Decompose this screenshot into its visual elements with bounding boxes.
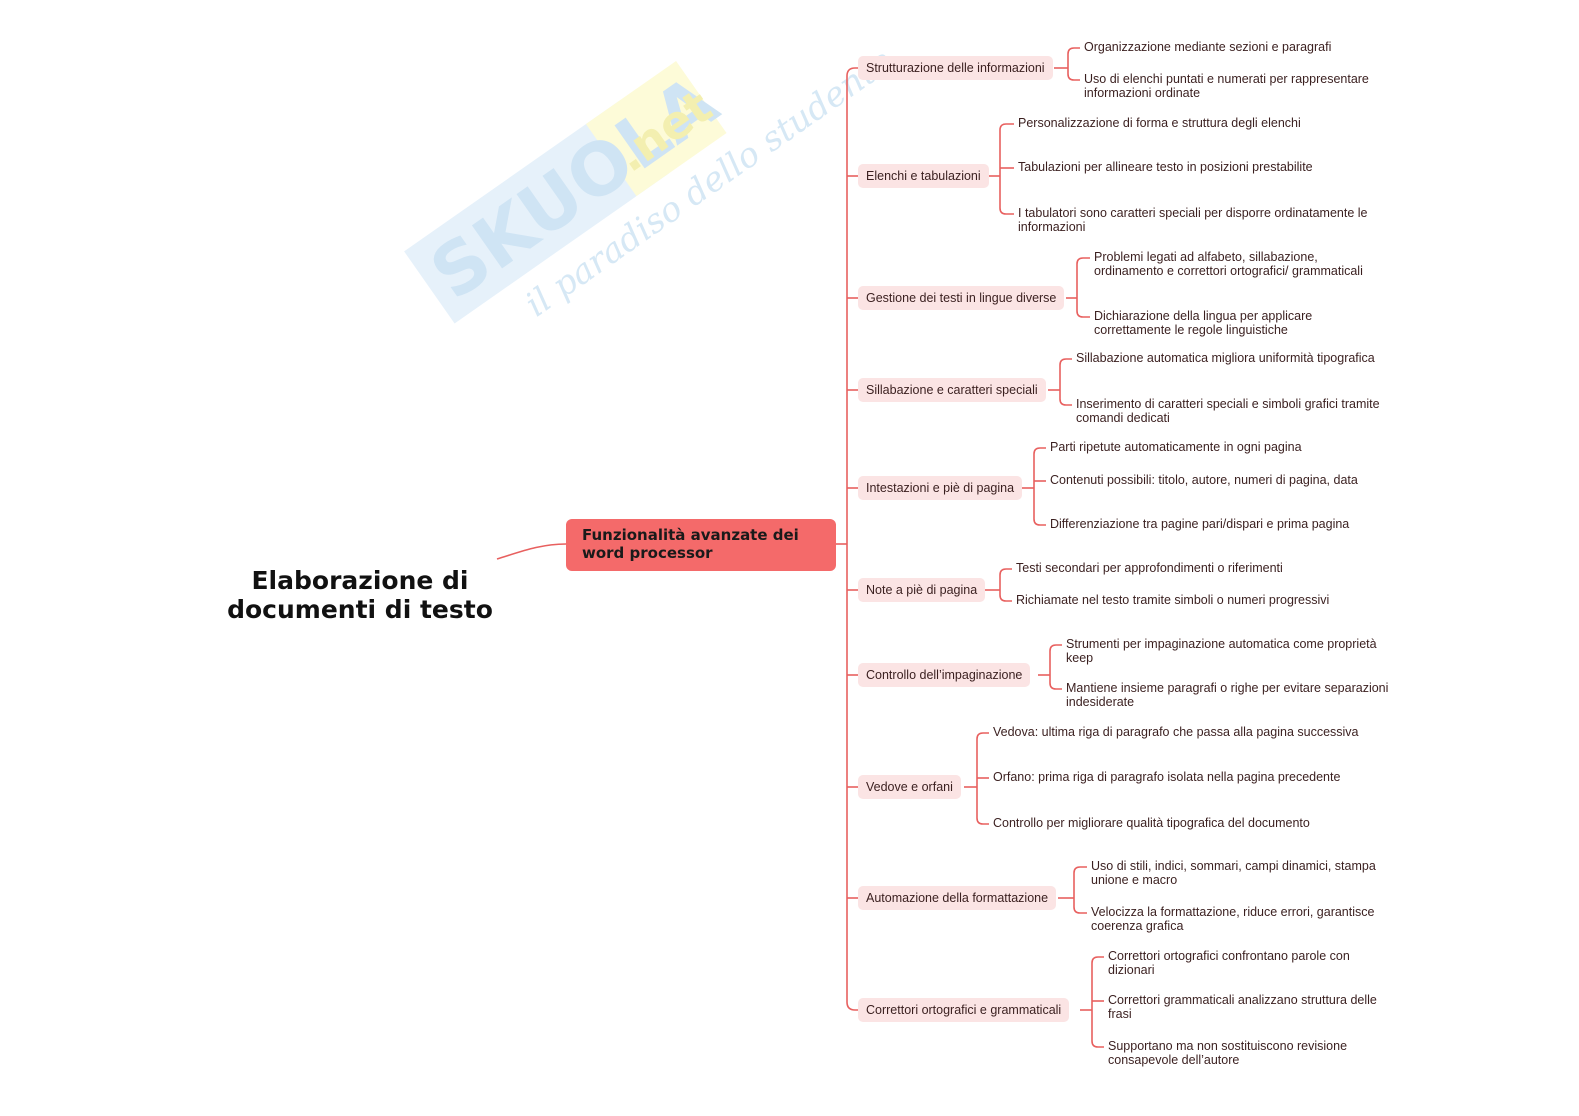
detail-item: Uso di stili, indici, sommari, campi din… xyxy=(1091,859,1376,887)
topic-node[interactable]: Elenchi e tabulazioni xyxy=(858,164,989,188)
detail-item: Controllo per migliorare qualità tipogra… xyxy=(993,816,1310,830)
detail-item: I tabulatori sono caratteri speciali per… xyxy=(1018,206,1368,234)
detail-item: Contenuti possibili: titolo, autore, num… xyxy=(1050,473,1358,487)
topic-connector xyxy=(846,67,858,77)
topic-node[interactable]: Automazione della formattazione xyxy=(858,886,1057,910)
watermark-box xyxy=(404,101,670,324)
root-title: Elaborazione di documenti di testo xyxy=(215,566,505,624)
bracket-connector xyxy=(1073,866,1087,914)
bracket-connector xyxy=(1049,644,1062,690)
bracket-connector xyxy=(1033,447,1046,526)
detail-item: Sillabazione automatica migliora uniform… xyxy=(1076,351,1375,365)
detail-item: Velocizza la formattazione, riduce error… xyxy=(1091,905,1375,933)
detail-item: Orfano: prima riga di paragrafo isolata … xyxy=(993,770,1341,784)
detail-item: Richiamate nel testo tramite simboli o n… xyxy=(1016,593,1330,607)
bracket-connector xyxy=(999,123,1014,215)
root-to-main-connector xyxy=(496,543,567,560)
detail-item: Tabulazioni per allineare testo in posiz… xyxy=(1018,160,1313,174)
detail-item: Vedova: ultima riga di paragrafo che pas… xyxy=(993,725,1359,739)
bracket-connector xyxy=(1091,956,1104,1048)
topic-node[interactable]: Note a piè di pagina xyxy=(858,578,986,602)
bracket-connector xyxy=(999,568,1012,602)
detail-item: Uso di elenchi puntati e numerati per ra… xyxy=(1084,72,1369,100)
detail-item: Problemi legati ad alfabeto, sillabazion… xyxy=(1094,250,1363,278)
root-title-line2: documenti di testo xyxy=(227,595,493,624)
watermark-suffix: .net xyxy=(606,79,722,183)
topic-node[interactable]: Vedove e orfani xyxy=(858,775,961,799)
topic-node[interactable]: Strutturazione delle informazioni xyxy=(858,56,1053,80)
detail-item: Differenziazione tra pagine pari/dispari… xyxy=(1050,517,1350,531)
detail-item: Organizzazione mediante sezioni e paragr… xyxy=(1084,40,1332,54)
detail-item: Supportano ma non sostituiscono revision… xyxy=(1108,1039,1348,1067)
detail-item: Personalizzazione di forma e struttura d… xyxy=(1018,116,1301,130)
detail-item: Correttori ortografici confrontano parol… xyxy=(1108,949,1350,977)
watermark-tagline: il paradiso dello studente xyxy=(518,41,900,325)
topic-connector xyxy=(846,1001,858,1011)
detail-item: Correttori grammaticali analizzano strut… xyxy=(1108,993,1377,1021)
main-topic[interactable]: Funzionalità avanzate dei word processor xyxy=(566,519,836,571)
detail-item: Testi secondari per approfondimenti o ri… xyxy=(1016,561,1283,575)
topic-node[interactable]: Sillabazione e caratteri speciali xyxy=(858,378,1046,402)
topic-node[interactable]: Gestione dei testi in lingue diverse xyxy=(858,286,1065,310)
detail-item: Mantiene insieme paragrafi o righe per e… xyxy=(1066,681,1389,709)
bracket-connector xyxy=(1059,358,1072,406)
topic-node[interactable]: Intestazioni e piè di pagina xyxy=(858,476,1023,500)
watermark-brand: SKUOLA xyxy=(416,59,733,316)
topic-node[interactable]: Correttori ortografici e grammaticali xyxy=(858,998,1070,1022)
detail-item: Inserimento di caratteri speciali e simb… xyxy=(1076,397,1380,425)
watermark-net-box xyxy=(585,60,727,197)
detail-item: Strumenti per impaginazione automatica c… xyxy=(1066,637,1377,665)
bracket-connector xyxy=(1067,47,1080,81)
detail-item: Dichiarazione della lingua per applicare… xyxy=(1094,309,1313,337)
detail-item: Parti ripetute automaticamente in ogni p… xyxy=(1050,440,1302,454)
root-title-line1: Elaborazione di xyxy=(251,566,469,595)
bracket-connector xyxy=(1076,257,1090,318)
bracket-connector xyxy=(976,732,989,825)
topic-node[interactable]: Controllo dell’impaginazione xyxy=(858,663,1031,687)
